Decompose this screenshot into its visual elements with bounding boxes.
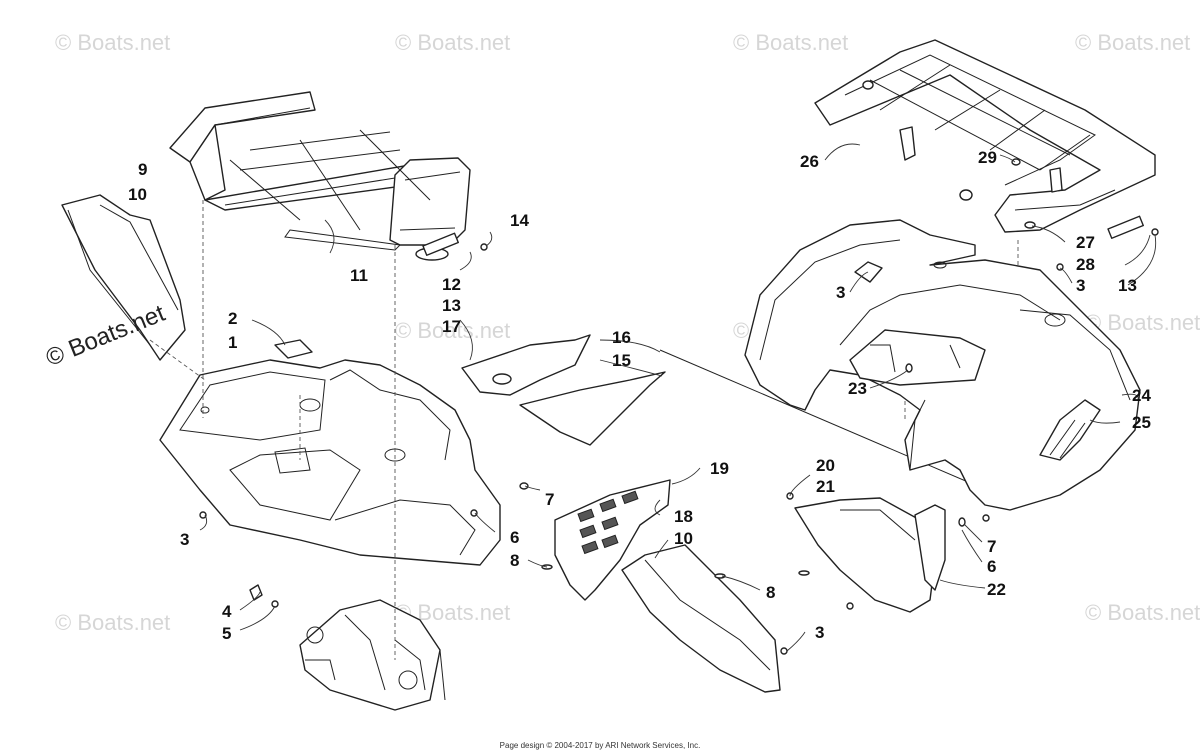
rear-rack xyxy=(814,39,1156,233)
callout-label: 29 xyxy=(978,148,997,167)
callout-label: 3 xyxy=(1076,276,1085,295)
left-side-panel xyxy=(61,194,186,361)
front-fender xyxy=(159,339,501,566)
watermark: © Boats.net xyxy=(1085,600,1200,625)
callout-label: 27 xyxy=(1076,233,1095,252)
callout-label: 5 xyxy=(222,624,231,643)
callout-label: 3 xyxy=(815,623,824,642)
watermark: © Boats.net xyxy=(1075,30,1190,55)
callout-label: 12 xyxy=(442,275,461,294)
callout-label: 22 xyxy=(987,580,1006,599)
callout-label: 18 xyxy=(674,507,693,526)
callout-label: 7 xyxy=(545,490,554,509)
watermark: © Boats.net xyxy=(55,30,170,55)
callout-label: 14 xyxy=(510,211,529,230)
callout-label: 8 xyxy=(766,583,775,602)
rear-fender xyxy=(744,219,1141,511)
callout-labels: 9 10 14 11 12 13 17 2 1 16 15 3 7 6 8 4 … xyxy=(128,148,1151,643)
mount-bracket xyxy=(299,599,446,711)
callout-label: 6 xyxy=(510,528,519,547)
callout-label: 19 xyxy=(710,459,729,478)
callout-label: 25 xyxy=(1132,413,1151,432)
watermark: © Boats.net xyxy=(395,30,510,55)
callout-label: 9 xyxy=(138,160,147,179)
callout-label: 23 xyxy=(848,379,867,398)
side-decal xyxy=(461,334,666,446)
callout-label: 20 xyxy=(816,456,835,475)
callout-label: 7 xyxy=(987,537,996,556)
watermark: © Boats.net xyxy=(733,30,848,55)
callout-label: 17 xyxy=(442,317,461,336)
grille-side-panel xyxy=(554,479,671,601)
callout-label: 8 xyxy=(510,551,519,570)
callout-label: 4 xyxy=(222,602,232,621)
callout-label: 1 xyxy=(228,333,237,352)
rear-mud-flap xyxy=(1039,399,1101,461)
page-footer: Page design © 2004-2017 by ARI Network S… xyxy=(499,741,701,750)
callout-label: 13 xyxy=(442,296,461,315)
callout-label: 3 xyxy=(836,283,845,302)
callout-label: 15 xyxy=(612,351,631,370)
watermark: © Boats.net xyxy=(1085,310,1200,335)
callout-label: 10 xyxy=(674,529,693,548)
callout-label: 2 xyxy=(228,309,237,328)
callout-label: 13 xyxy=(1118,276,1137,295)
callout-label: 26 xyxy=(800,152,819,171)
reflectors xyxy=(422,215,1144,256)
callout-label: 28 xyxy=(1076,255,1095,274)
callout-label: 11 xyxy=(350,266,368,285)
watermark: © Boats.net xyxy=(55,610,170,635)
rear-lower-panel xyxy=(794,497,946,613)
lower-side-panel xyxy=(621,544,781,693)
watermark: © Boats.net xyxy=(395,318,510,343)
callout-label: 16 xyxy=(612,328,631,347)
callout-label: 21 xyxy=(816,477,835,496)
leader-lines xyxy=(199,143,1157,652)
callout-label: 10 xyxy=(128,185,147,204)
callout-label: 3 xyxy=(180,530,189,549)
front-rack xyxy=(169,91,471,251)
callout-label: 6 xyxy=(987,557,996,576)
callout-label: 24 xyxy=(1132,386,1151,405)
